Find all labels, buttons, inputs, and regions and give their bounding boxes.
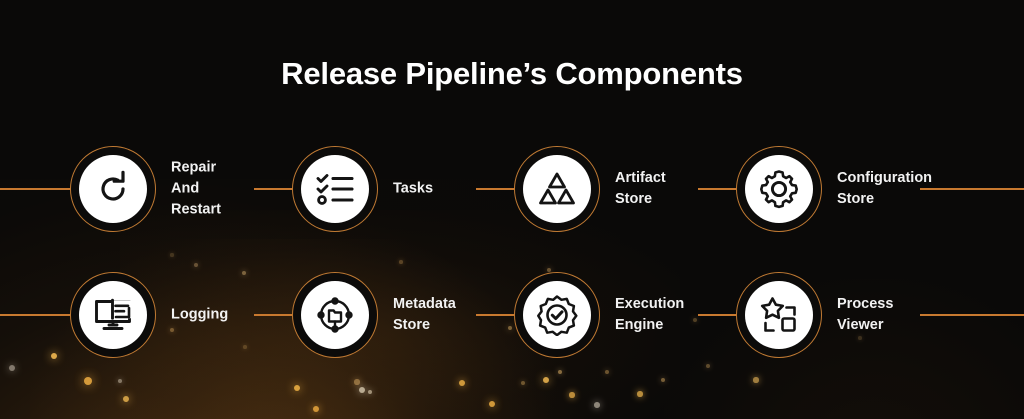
connector-line [476,188,514,190]
background-particle [367,389,373,395]
node-label-process-viewer: Process Viewer [837,295,894,333]
node-metadata-store[interactable]: Metadata Store [292,272,456,358]
background-particle [521,381,525,385]
background-particle [488,400,496,408]
node-label-repair-and-restart: Repair And Restart [171,159,221,218]
background-particle [399,260,403,264]
background-particle [594,402,600,408]
connector-line [0,314,70,316]
background-particle [293,384,301,392]
background-particle [243,345,247,349]
connector-line [698,188,736,190]
orbit-folder-icon [301,281,369,349]
connector-line [920,314,1024,316]
node-configuration-store[interactable]: Configuration Store [736,146,932,232]
node-artifact-store[interactable]: Artifact Store [514,146,666,232]
background-particle [122,395,130,403]
background-particle [313,406,319,412]
gear-icon [745,155,813,223]
node-repair-and-restart[interactable]: Repair And Restart [70,146,221,232]
background-particle [604,369,610,375]
background-particle [9,365,15,371]
connector-line [254,188,292,190]
background-particle [507,325,513,331]
page-title: Release Pipeline’s Components [281,56,743,91]
background-particle [569,392,575,398]
node-logging[interactable]: Logging [70,272,228,358]
background-particle [637,391,643,397]
background-particle [858,336,862,340]
background-particle [170,328,174,332]
node-label-configuration-store: Configuration Store [837,169,933,207]
node-label-metadata-store: Metadata Store [393,295,456,333]
background-particle [359,387,365,393]
node-label-artifact-store: Artifact Store [615,169,666,207]
node-process-viewer[interactable]: Process Viewer [736,272,893,358]
badge-check-icon [523,281,591,349]
node-label-logging: Logging [171,306,229,323]
background-particle [660,377,666,383]
background-particle [753,377,759,383]
node-tasks[interactable]: Tasks [292,146,433,232]
node-label-execution-engine: Execution Engine [615,295,685,333]
checklist-icon [301,155,369,223]
connector-line [254,314,292,316]
node-label-tasks: Tasks [393,180,434,197]
triangles-icon [523,155,591,223]
connector-line [0,188,70,190]
background-particle [194,263,198,267]
background-particle [542,376,550,384]
background-particle [117,378,123,384]
monitor-icon [79,281,147,349]
background-particle [557,369,563,375]
node-execution-engine[interactable]: Execution Engine [514,272,684,358]
star-square-icon [745,281,813,349]
connector-line [476,314,514,316]
restart-icon [79,155,147,223]
background-particle [459,380,465,386]
background-particle [693,318,697,322]
background-particle [170,253,174,257]
background-particle [706,364,710,368]
connector-line [698,314,736,316]
background-particle [50,352,58,360]
background-particle [354,379,360,385]
background-particle [241,270,247,276]
connector-line [920,188,1024,190]
background-particle [84,377,92,385]
